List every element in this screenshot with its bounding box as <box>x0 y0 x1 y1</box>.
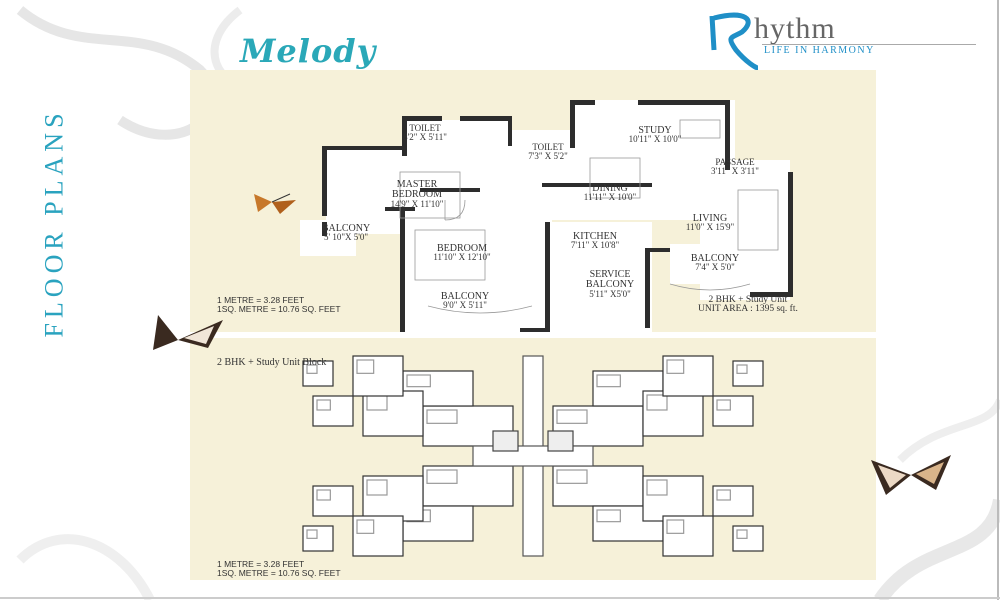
block-unit-furniture <box>306 529 318 539</box>
block-unit-room <box>422 465 514 507</box>
block-unit-furniture <box>736 364 748 374</box>
block-floor-plan: 2 BHK + Study Unit Block 1 METRE = 3.28 … <box>190 338 876 580</box>
rhythm-logo: hythm LIFE IN HARMONY <box>706 10 981 70</box>
block-lift <box>492 430 519 452</box>
block-unit-furniture <box>716 489 731 501</box>
block-unit-room <box>352 355 404 397</box>
logo-word: hythm <box>754 12 836 45</box>
block-unit-furniture <box>646 394 668 411</box>
block-unit-room <box>312 395 354 427</box>
block-unit-furniture <box>426 469 458 484</box>
unit-plan-walls <box>300 100 793 332</box>
block-unit-furniture <box>646 479 668 496</box>
block-unit-furniture <box>716 399 731 411</box>
block-unit-room <box>362 475 424 522</box>
block-unit-furniture <box>666 519 685 534</box>
block-stair <box>547 430 574 452</box>
block-unit-furniture <box>316 399 331 411</box>
block-unit-furniture <box>366 479 388 496</box>
block-unit-furniture <box>736 529 748 539</box>
block-unit-room <box>712 485 754 517</box>
block-unit-room <box>642 390 704 437</box>
floor-plans-title: FLOOR PLANS <box>32 108 78 337</box>
block-unit-room <box>662 515 714 557</box>
logo-divider <box>762 44 976 45</box>
block-unit-room <box>712 395 754 427</box>
floor-plans-title-text: FLOOR PLANS <box>40 107 69 338</box>
logo-r-mark-icon <box>709 12 759 70</box>
butterfly-orange-icon <box>254 193 296 214</box>
block-unit-room <box>552 465 644 507</box>
block-unit-room <box>352 515 404 557</box>
block-unit-furniture <box>316 489 331 501</box>
block-unit-room <box>662 355 714 397</box>
block-unit-furniture <box>556 469 588 484</box>
block-unit-room <box>642 475 704 522</box>
block-unit-furniture <box>406 374 431 388</box>
block-unit-furniture <box>306 364 318 374</box>
block-unit-furniture <box>666 359 685 374</box>
block-unit-furniture <box>596 509 621 523</box>
butterfly-monarch-right-icon <box>871 455 951 495</box>
logo-tagline: LIFE IN HARMONY <box>764 45 875 56</box>
block-unit-furniture <box>356 359 375 374</box>
block-unit-room <box>312 485 354 517</box>
block-unit-room <box>362 390 424 437</box>
block-core-lobby <box>472 445 594 467</box>
block-unit-furniture <box>596 374 621 388</box>
block-unit-furniture <box>356 519 375 534</box>
block-unit-furniture <box>556 409 588 424</box>
block-unit-furniture <box>426 409 458 424</box>
block-plan-title: 2 BHK + Study Unit Block <box>217 357 327 368</box>
block-plan-drawing <box>302 355 764 557</box>
butterfly-monarch-left-icon <box>153 315 223 350</box>
project-name: Melody <box>240 32 377 70</box>
